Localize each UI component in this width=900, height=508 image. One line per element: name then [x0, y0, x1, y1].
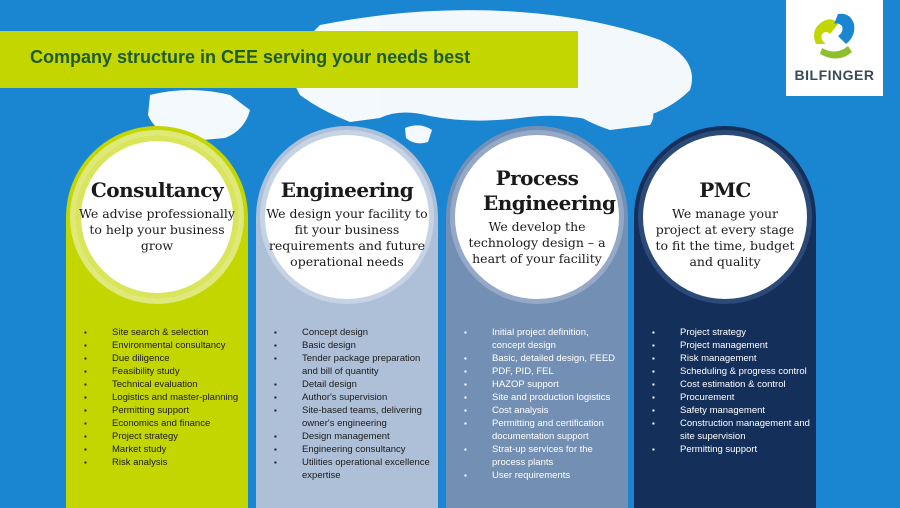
list-item: Feasibility study	[84, 365, 244, 378]
list-item: Design management	[274, 430, 434, 443]
list-item: Permitting support	[652, 443, 812, 456]
list-item: Safety management	[652, 404, 812, 417]
list-item: Due diligence	[84, 352, 244, 365]
pillar-subtitle: We design your facility to fit your busi…	[266, 206, 428, 269]
list-item: Procurement	[652, 391, 812, 404]
list-item: Environmental consultancy	[84, 339, 244, 352]
pillar-engineering: Engineering We design your facility to f…	[256, 126, 438, 508]
list-item: Basic, detailed design, FEED	[464, 352, 624, 365]
list-item: Site and production logistics	[464, 391, 624, 404]
pillar-subtitle: We develop the technology design – a hea…	[468, 219, 606, 266]
list-item: Site-based teams, delivering owner's eng…	[274, 404, 434, 430]
list-item: Cost estimation & control	[652, 378, 812, 391]
list-item: Project strategy	[652, 326, 812, 339]
pillar-pmc: PMC We manage your project at every stag…	[634, 126, 816, 508]
pillar-subtitle: We manage your project at every stage to…	[655, 206, 795, 269]
list-item: Site search & selection	[84, 326, 244, 339]
pillar-title: Engineering	[280, 178, 414, 202]
list-item: Basic design	[274, 339, 434, 352]
pillar-circle	[450, 130, 624, 304]
list-item: Cost analysis	[464, 404, 624, 417]
list-item: Project strategy	[84, 430, 244, 443]
bilfinger-logo-icon	[814, 13, 855, 59]
pillar-title: PMC	[699, 178, 751, 202]
list-item: Tender package preparation and bill of q…	[274, 352, 434, 378]
list-item: Detail design	[274, 378, 434, 391]
pillar-list: Concept design Basic design Tender packa…	[274, 326, 434, 482]
pillar-subtitle: We advise professionally to help your bu…	[79, 206, 235, 253]
list-item: Scheduling & progress control	[652, 365, 812, 378]
pillar-title: Process Engineering	[483, 166, 616, 215]
pillar-consultancy: Consultancy We advise professionally to …	[66, 126, 248, 508]
page-title: Company structure in CEE serving your ne…	[30, 47, 471, 67]
list-item: Permitting and certification documentati…	[464, 417, 624, 443]
list-item: Author's supervision	[274, 391, 434, 404]
list-item: User requirements	[464, 469, 624, 482]
list-item: Engineering consultancy	[274, 443, 434, 456]
list-item: Utilities operational excellence experti…	[274, 456, 434, 482]
list-item: Market study	[84, 443, 244, 456]
list-item: HAZOP support	[464, 378, 624, 391]
pillar-list: Project strategy Project management Risk…	[652, 326, 812, 456]
list-item: Economics and finance	[84, 417, 244, 430]
list-item: Risk management	[652, 352, 812, 365]
list-item: Logistics and master-planning	[84, 391, 244, 404]
pillar-circle	[638, 130, 812, 304]
logo-wordmark: BILFINGER	[794, 67, 875, 83]
pillar-circle	[260, 130, 434, 304]
list-item: Technical evaluation	[84, 378, 244, 391]
company-logo: BILFINGER	[786, 0, 883, 96]
pillar-circle	[70, 130, 244, 304]
pillar-list: Initial project definition, concept desi…	[464, 326, 624, 482]
list-item: Initial project definition, concept desi…	[464, 326, 624, 352]
list-item: Concept design	[274, 326, 434, 339]
pillar-title: Consultancy	[90, 178, 224, 202]
title-bar: Company structure in CEE serving your ne…	[0, 31, 578, 88]
pillar-process-engineering: Process Engineering We develop the techn…	[446, 126, 628, 508]
pillar-list: Site search & selection Environmental co…	[84, 326, 244, 469]
list-item: Construction management and site supervi…	[652, 417, 812, 443]
list-item: Strat-up services for the process plants	[464, 443, 624, 469]
list-item: Project management	[652, 339, 812, 352]
list-item: PDF, PID, FEL	[464, 365, 624, 378]
list-item: Permitting support	[84, 404, 244, 417]
list-item: Risk analysis	[84, 456, 244, 469]
